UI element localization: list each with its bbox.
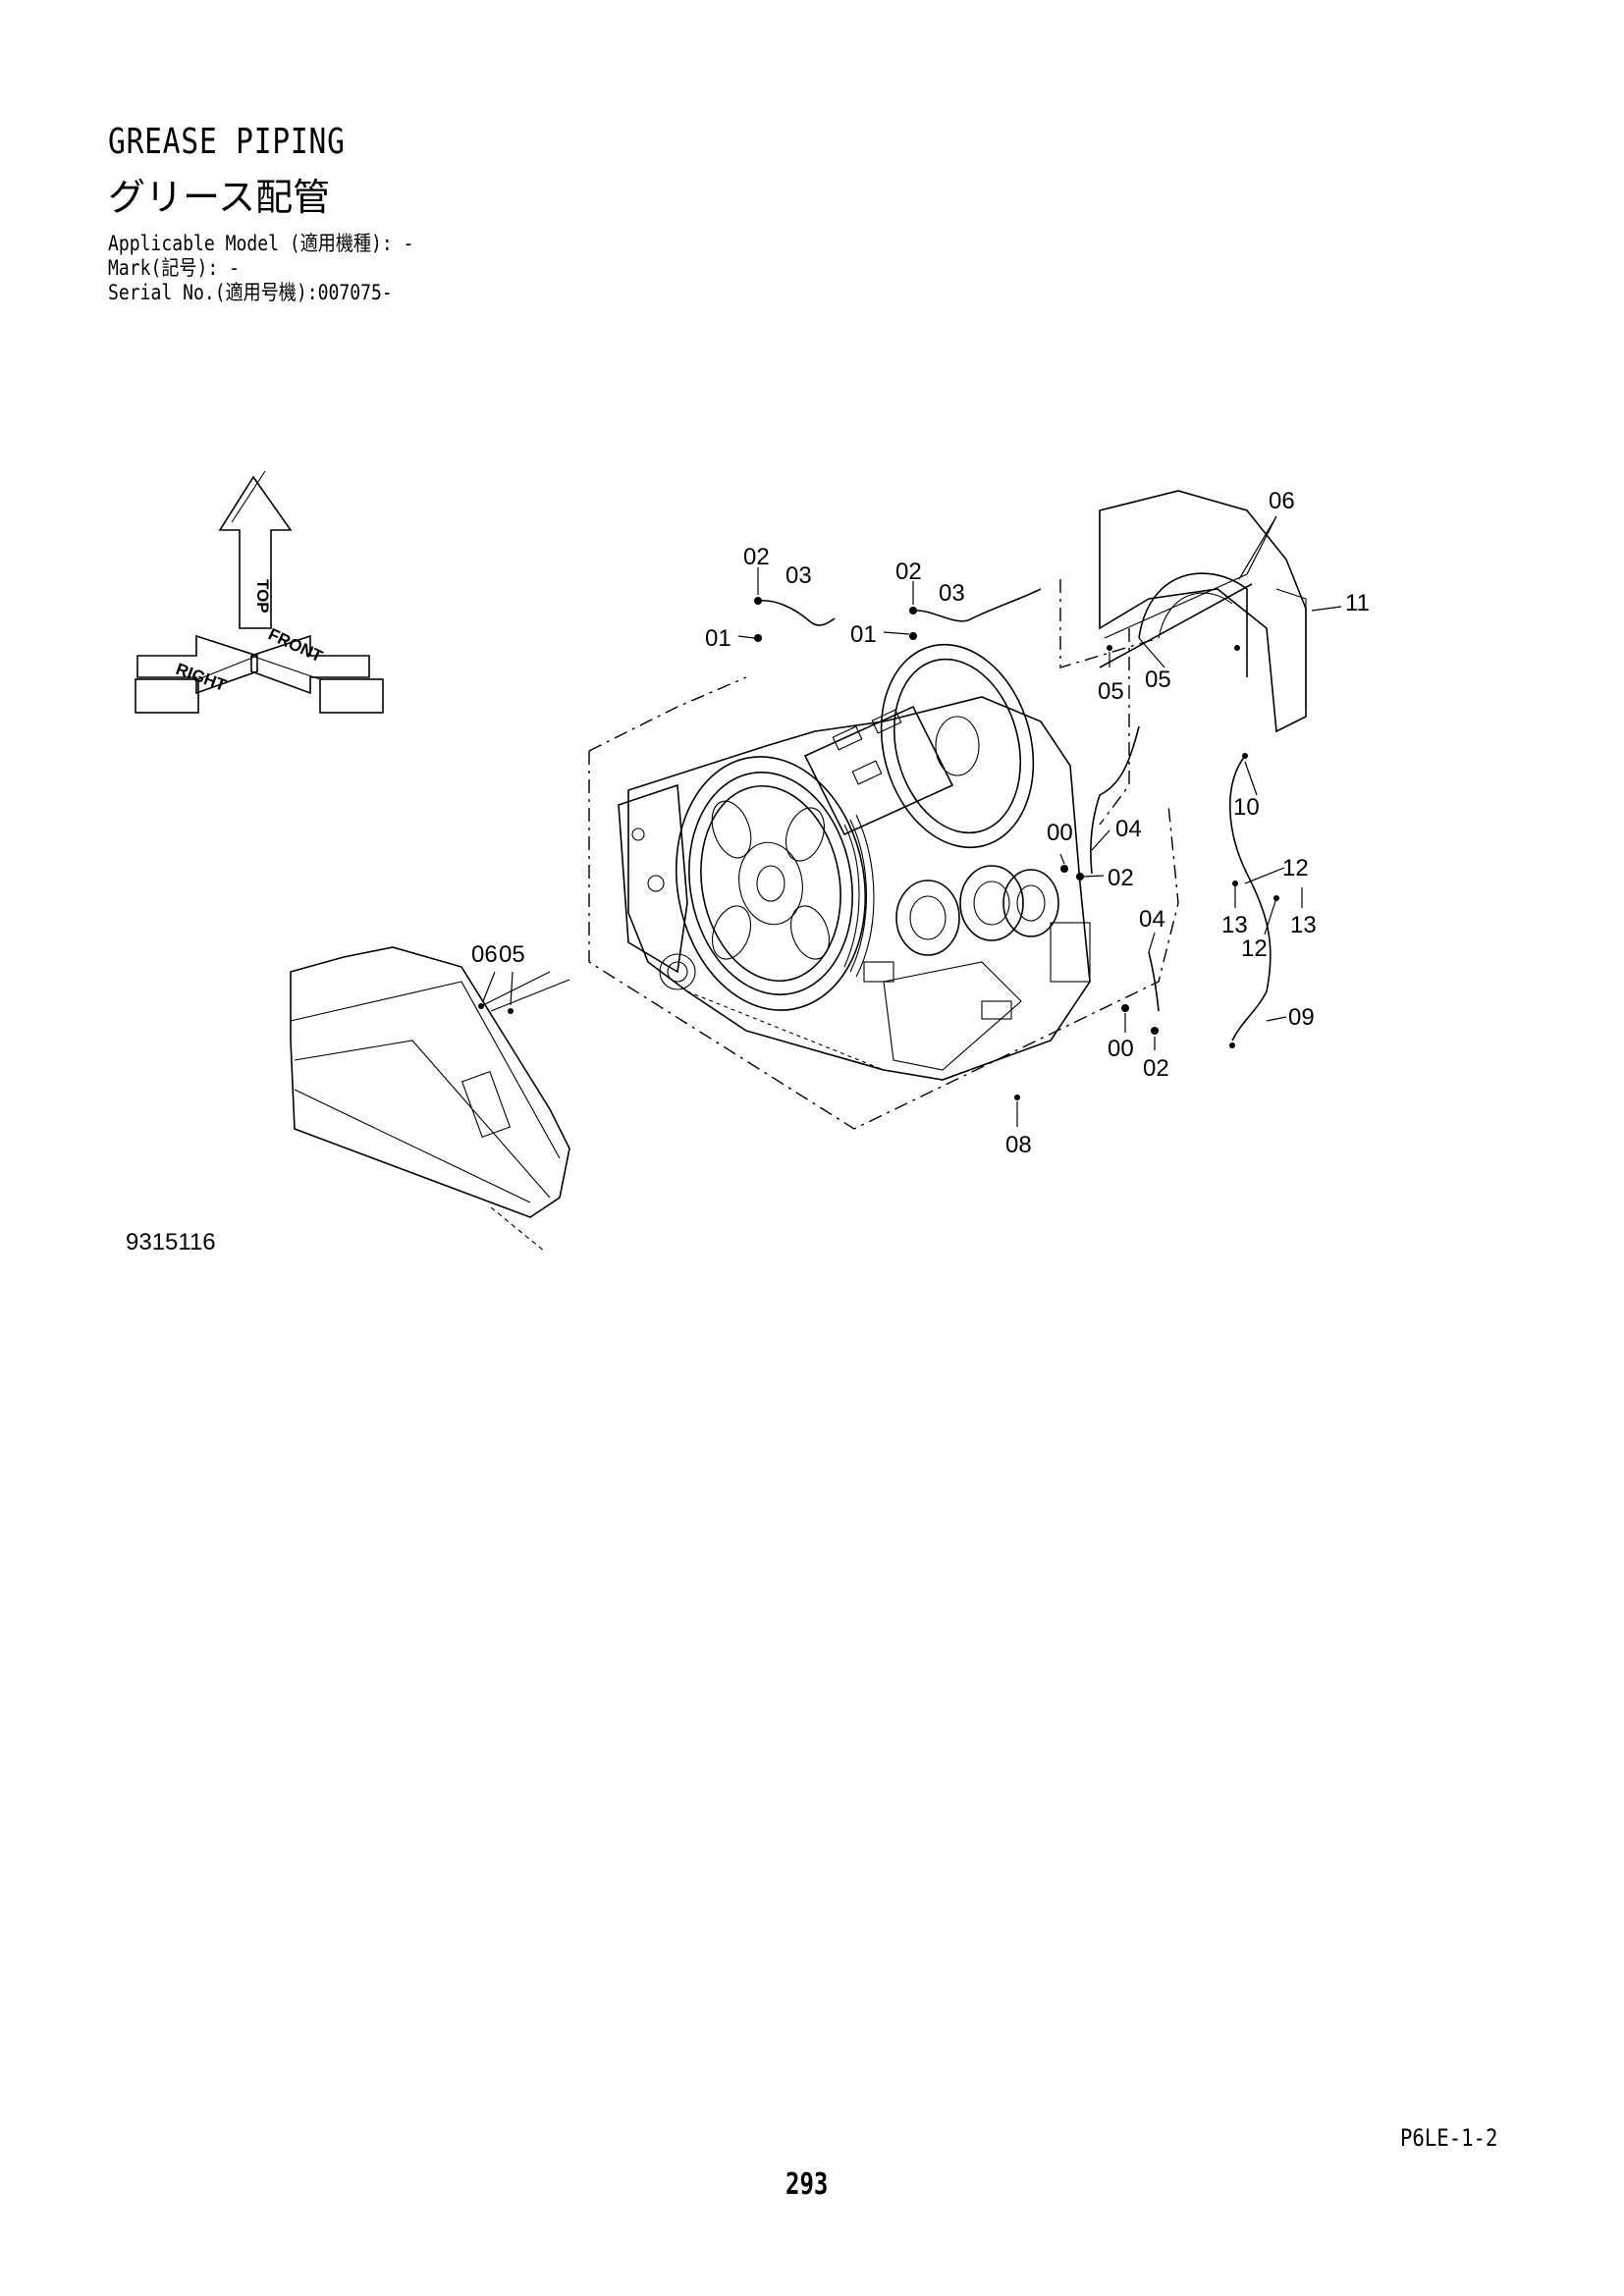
callout-05: 05 — [1098, 678, 1124, 705]
applicable-model: Applicable Model (適用機種): - — [108, 232, 414, 255]
assembly-boundary — [588, 579, 1179, 1130]
callout-13: 13 — [1221, 912, 1248, 938]
callout-05: 05 — [499, 941, 525, 968]
crusher-assembly — [618, 643, 1091, 1081]
fittings — [478, 597, 1279, 1100]
callout-01: 01 — [850, 621, 877, 648]
callout-10: 10 — [1233, 794, 1260, 821]
callout-labels: 01 02 03 01 02 03 06 11 05 05 10 00 04 0… — [471, 488, 1370, 1158]
leader-lines — [482, 515, 1342, 1127]
callout-03: 03 — [785, 562, 812, 589]
callout-02: 02 — [743, 544, 770, 570]
applicability-info: Applicable Model (適用機種): - Mark(記号): - S… — [108, 232, 413, 305]
callout-13: 13 — [1290, 912, 1317, 938]
orientation-indicator: TOP RIGHT FRONT — [135, 470, 384, 714]
callout-01: 01 — [705, 625, 731, 652]
callout-00: 00 — [1108, 1036, 1134, 1062]
callout-03: 03 — [939, 580, 965, 607]
page-number: 293 — [785, 2167, 829, 2202]
page-code: P6LE-1-2 — [1400, 2124, 1498, 2152]
orientation-front: FRONT — [265, 624, 326, 666]
callout-02: 02 — [1143, 1055, 1169, 1082]
callout-02: 02 — [895, 559, 922, 585]
callout-04: 04 — [1115, 816, 1142, 842]
page-title-japanese: グリース配管 — [108, 176, 331, 219]
callout-00: 00 — [1047, 820, 1073, 846]
callout-11: 11 — [1345, 590, 1370, 616]
callout-04: 04 — [1139, 906, 1165, 933]
callout-09: 09 — [1288, 1004, 1315, 1031]
page-title: GREASE PIPING — [108, 122, 346, 162]
guard-cover-right — [1099, 490, 1307, 733]
callout-12: 12 — [1282, 855, 1309, 881]
callout-06: 06 — [1269, 488, 1295, 514]
guard-cover-left — [290, 946, 570, 1253]
grease-hoses — [480, 583, 1272, 1041]
callout-08: 08 — [1005, 1132, 1032, 1158]
callout-02: 02 — [1108, 865, 1134, 891]
figure-number: 9315116 — [126, 1229, 216, 1255]
callout-06: 06 — [471, 941, 498, 968]
orientation-top: TOP — [253, 579, 272, 614]
serial-number: Serial No.(適用号機):007075- — [108, 281, 393, 304]
callout-12: 12 — [1241, 935, 1268, 962]
mark: Mark(記号): - — [108, 256, 240, 280]
orientation-right: RIGHT — [174, 660, 230, 695]
callout-05: 05 — [1145, 667, 1171, 693]
